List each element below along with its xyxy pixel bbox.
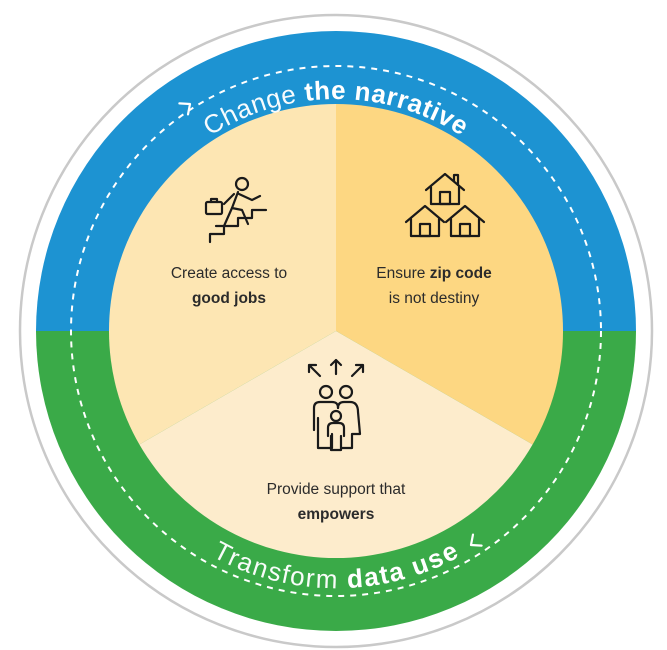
- zip-line-1-bold: zip code: [430, 265, 492, 282]
- three-houses-icon: [404, 172, 486, 238]
- arrow-top-icon: [178, 102, 192, 116]
- segment-jobs: [108, 104, 336, 445]
- zip-line-1-regular: Ensure: [376, 265, 429, 282]
- arrow-bottom-icon: [469, 533, 483, 547]
- inner-circle: [108, 104, 564, 559]
- jobs-line-1: Create access to: [171, 265, 287, 282]
- segment-zip: [336, 104, 564, 445]
- jobs-line-2: good jobs: [192, 290, 266, 307]
- person-climbing-stairs-with-briefcase-icon: [204, 176, 268, 244]
- zip-line-2: is not destiny: [389, 290, 480, 307]
- zip-line-1: Ensure zip code: [376, 265, 492, 282]
- support-line-1: Provide support that: [267, 481, 406, 498]
- cycle-path: [70, 65, 602, 597]
- segment-support: [139, 331, 533, 559]
- family-with-arrows-icon: [307, 358, 365, 452]
- support-line-2: empowers: [298, 506, 375, 523]
